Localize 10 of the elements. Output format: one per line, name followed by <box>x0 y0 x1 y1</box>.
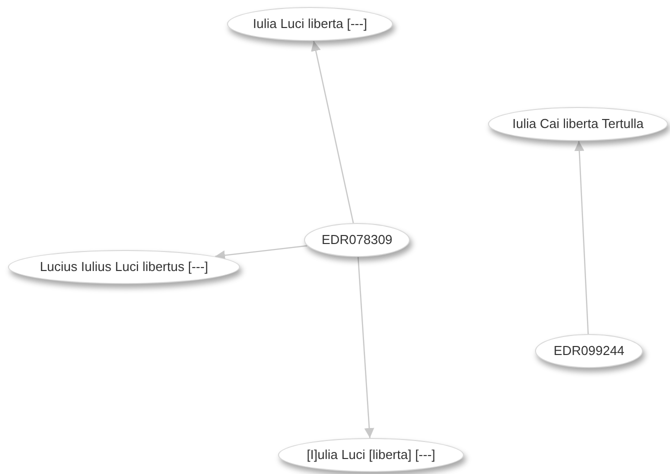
arrow <box>310 40 354 224</box>
arrow <box>358 256 374 438</box>
ellipse-node: Lucius Iulius Luci libertus [---] <box>8 250 240 284</box>
ellipse-node: EDR099244 <box>535 334 643 368</box>
ellipse-node: EDR078309 <box>304 223 410 257</box>
ellipse-node: [I]ulia Luci [liberta] [---] <box>278 438 464 472</box>
ellipse-node: Iulia Luci liberta [---] <box>227 7 393 41</box>
ellipse-node: Iulia Cai liberta Tertulla <box>488 107 668 141</box>
arrow <box>214 245 308 260</box>
arrow <box>574 140 589 334</box>
